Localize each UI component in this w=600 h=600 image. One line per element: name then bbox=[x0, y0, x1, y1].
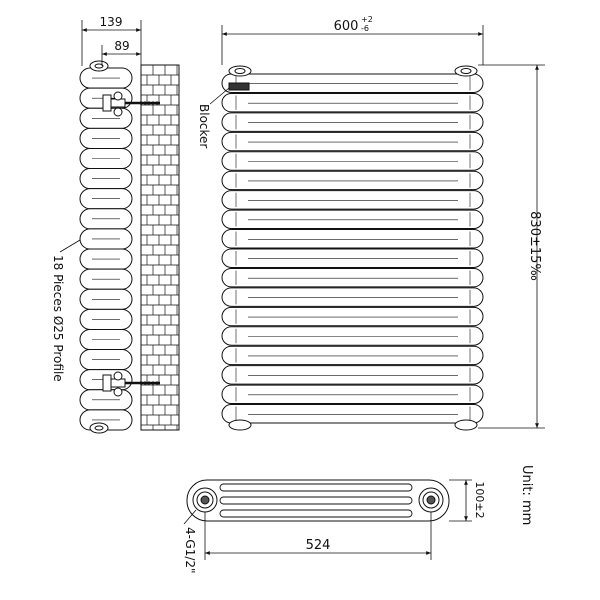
side-top-cap bbox=[89, 60, 109, 72]
top-left-cap bbox=[228, 65, 252, 77]
bottom-depth-label: 100±2 bbox=[473, 481, 486, 518]
blocker-mark bbox=[228, 82, 250, 91]
side-segment bbox=[79, 127, 133, 149]
wall bbox=[140, 64, 180, 431]
front-tube bbox=[221, 112, 484, 132]
wall-bracket-bottom bbox=[102, 371, 160, 397]
side-segment bbox=[79, 288, 133, 310]
side-segment bbox=[79, 389, 133, 411]
front-tube bbox=[221, 190, 484, 210]
height-label: 830±15‰ bbox=[527, 211, 542, 281]
dimension-width bbox=[221, 25, 484, 65]
side-segment bbox=[79, 228, 133, 250]
pieces-leader bbox=[59, 239, 81, 253]
front-tube bbox=[221, 248, 484, 268]
width-tolerance-lower: -6 bbox=[361, 24, 369, 33]
front-tube bbox=[221, 345, 484, 366]
side-segment bbox=[79, 308, 133, 330]
width-label: 600 +2 -6 bbox=[334, 15, 373, 34]
wall-brick-lines bbox=[141, 64, 179, 430]
front-tube bbox=[221, 326, 484, 346]
side-segment bbox=[79, 208, 133, 230]
bottom-right-cap bbox=[454, 419, 478, 431]
front-tube bbox=[221, 306, 484, 327]
connection-right bbox=[418, 487, 444, 513]
side-segment bbox=[79, 67, 133, 89]
front-column-elements bbox=[221, 73, 484, 424]
depth-to-wall-label: 89 bbox=[114, 39, 129, 53]
width-value: 600 bbox=[334, 19, 359, 34]
dimension-height bbox=[478, 64, 545, 429]
depth-total-label: 139 bbox=[100, 15, 123, 29]
dimension-length bbox=[204, 512, 432, 560]
side-segment bbox=[79, 147, 133, 170]
dimension-depth-to-wall bbox=[101, 45, 141, 66]
front-tube bbox=[221, 287, 484, 307]
side-segment bbox=[79, 349, 133, 371]
blocker-label: Blocker bbox=[197, 104, 211, 148]
side-segment bbox=[79, 268, 133, 290]
bottom-channels bbox=[219, 483, 413, 518]
blocker-leader bbox=[209, 87, 230, 105]
front-tube bbox=[221, 267, 484, 288]
front-tube bbox=[221, 365, 484, 385]
length-label: 524 bbox=[306, 538, 331, 553]
pieces-profile-label: 18 Pieces Ø25 Profile bbox=[51, 255, 65, 382]
wall-bracket-top bbox=[102, 91, 160, 117]
units-label: Unit: mm bbox=[519, 465, 534, 525]
width-tolerance-upper: +2 bbox=[361, 15, 373, 24]
front-tube bbox=[221, 131, 484, 152]
connection-leader bbox=[183, 509, 197, 525]
front-tube bbox=[221, 73, 484, 93]
connection-label: 4-G1/2" bbox=[183, 527, 197, 574]
side-view bbox=[59, 20, 180, 434]
side-segment bbox=[79, 188, 133, 210]
front-tube bbox=[221, 404, 484, 424]
bottom-left-cap bbox=[228, 419, 252, 431]
front-view bbox=[209, 25, 545, 431]
side-segment bbox=[79, 328, 133, 351]
front-tube bbox=[221, 92, 484, 113]
bottom-view bbox=[183, 479, 472, 560]
front-tube bbox=[221, 229, 484, 249]
front-tube bbox=[221, 209, 484, 230]
top-right-cap bbox=[454, 65, 478, 77]
front-tube bbox=[221, 170, 484, 191]
dimension-bottom-depth bbox=[449, 479, 472, 522]
front-tube bbox=[221, 384, 484, 405]
side-segment bbox=[79, 168, 133, 190]
dimension-depth-total bbox=[81, 20, 142, 66]
side-segment bbox=[79, 248, 133, 270]
bottom-outline bbox=[186, 479, 450, 522]
front-tube bbox=[221, 151, 484, 171]
connection-left bbox=[192, 487, 218, 513]
side-bottom-cap bbox=[89, 422, 109, 434]
